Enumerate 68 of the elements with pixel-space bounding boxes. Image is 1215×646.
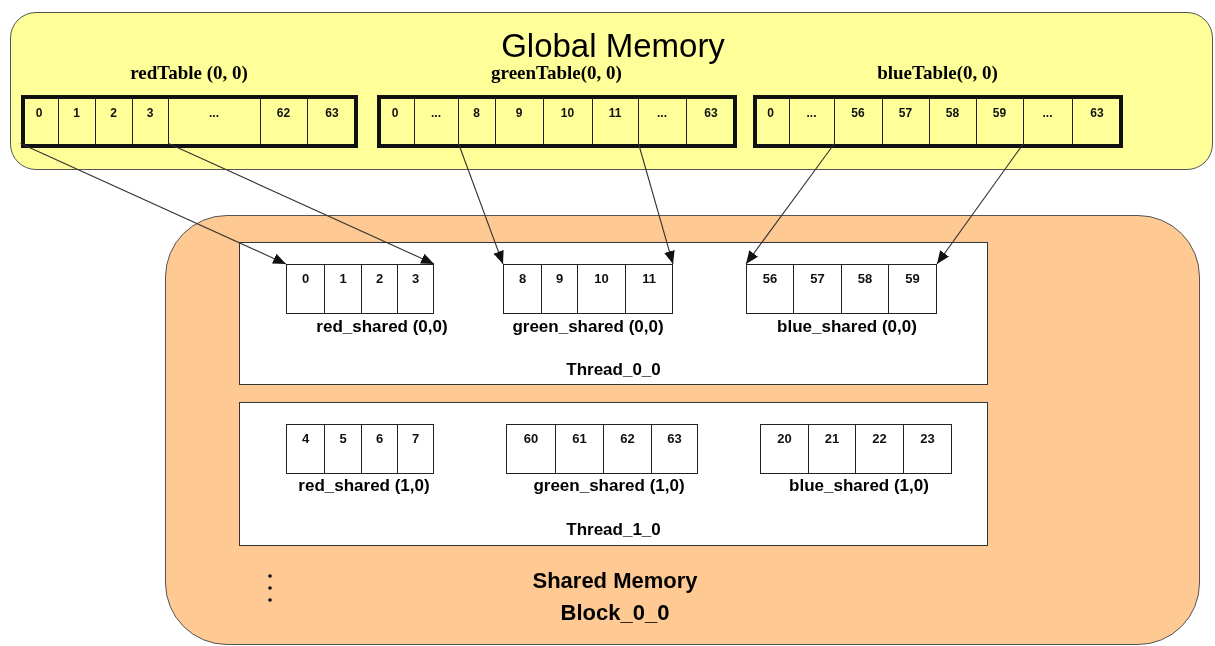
- arrow: [457, 142, 504, 265]
- arrow: [936, 142, 1025, 265]
- array-cell: 59: [976, 98, 1024, 144]
- array-cell: 1: [58, 98, 96, 144]
- array-cell: ...: [168, 98, 261, 144]
- arrow: [637, 142, 675, 265]
- array-cell: 58: [841, 264, 889, 314]
- array-cell: 1: [324, 264, 362, 314]
- array-cell: 10: [543, 98, 593, 144]
- array-cell: 0: [376, 98, 415, 144]
- array-cell: 8: [503, 264, 542, 314]
- thread-panel: [238, 241, 988, 385]
- array-cell: 62: [260, 98, 308, 144]
- array-cell: ...: [638, 98, 687, 144]
- array-cell: 61: [555, 424, 604, 474]
- array-cell: 9: [495, 98, 544, 144]
- memory-region-panel: [165, 215, 1200, 645]
- array-cell: 58: [929, 98, 977, 144]
- table-heading: redTable (0, 0): [129, 61, 249, 84]
- array-cell: ...: [414, 98, 459, 144]
- array-label: green_shared (1,0): [533, 476, 685, 496]
- arrow: [745, 142, 836, 265]
- array-cell: 57: [882, 98, 930, 144]
- array-cell: 9: [541, 264, 578, 314]
- array-cell: 0: [752, 98, 790, 144]
- arrow: [167, 142, 435, 265]
- array-cell: 22: [855, 424, 904, 474]
- array-label: blue_shared (0,0): [777, 317, 917, 337]
- array-cell: 8: [458, 98, 496, 144]
- panel-label: Thread_0_0: [566, 359, 661, 380]
- table-heading: blueTable(0, 0): [876, 61, 999, 84]
- array-cell: 63: [651, 424, 698, 474]
- thread-panel: [238, 401, 988, 546]
- array-cell: 20: [760, 424, 809, 474]
- array-cell: 4: [286, 424, 325, 474]
- arrow: [19, 142, 287, 265]
- array-label: green_shared (0,0): [512, 317, 664, 337]
- array-cell: 56: [746, 264, 794, 314]
- array-cell: 2: [361, 264, 398, 314]
- panel-title: Shared Memory Block_0_0: [531, 567, 699, 627]
- array-cell: 62: [603, 424, 652, 474]
- array-cell: 23: [903, 424, 952, 474]
- array-cell: ...: [789, 98, 835, 144]
- array-label: blue_shared (1,0): [789, 476, 929, 496]
- array-cell: 6: [361, 424, 398, 474]
- array-cell: 63: [1072, 98, 1122, 144]
- memory-region-panel: [10, 12, 1213, 170]
- panel-label: Thread_1_0: [566, 519, 661, 540]
- array-cell: 11: [592, 98, 639, 144]
- array-cell: 11: [625, 264, 673, 314]
- array-cell: 2: [95, 98, 133, 144]
- array-cell: 0: [286, 264, 325, 314]
- array-cell: 10: [577, 264, 626, 314]
- array-cell: 63: [307, 98, 357, 144]
- array-label: red_shared (1,0): [298, 476, 430, 496]
- array-cell: 7: [397, 424, 434, 474]
- array-cell: 5: [324, 424, 362, 474]
- array-cell: 3: [132, 98, 169, 144]
- array-cell: 56: [834, 98, 883, 144]
- array-label: red_shared (0,0): [316, 317, 448, 337]
- array-cell: 57: [793, 264, 842, 314]
- array-cell: 59: [888, 264, 937, 314]
- array-cell: 63: [686, 98, 736, 144]
- array-cell: ...: [1023, 98, 1073, 144]
- array-cell: 21: [808, 424, 856, 474]
- array-cell: 3: [397, 264, 434, 314]
- array-cell: 60: [506, 424, 556, 474]
- array-cell: 0: [20, 98, 59, 144]
